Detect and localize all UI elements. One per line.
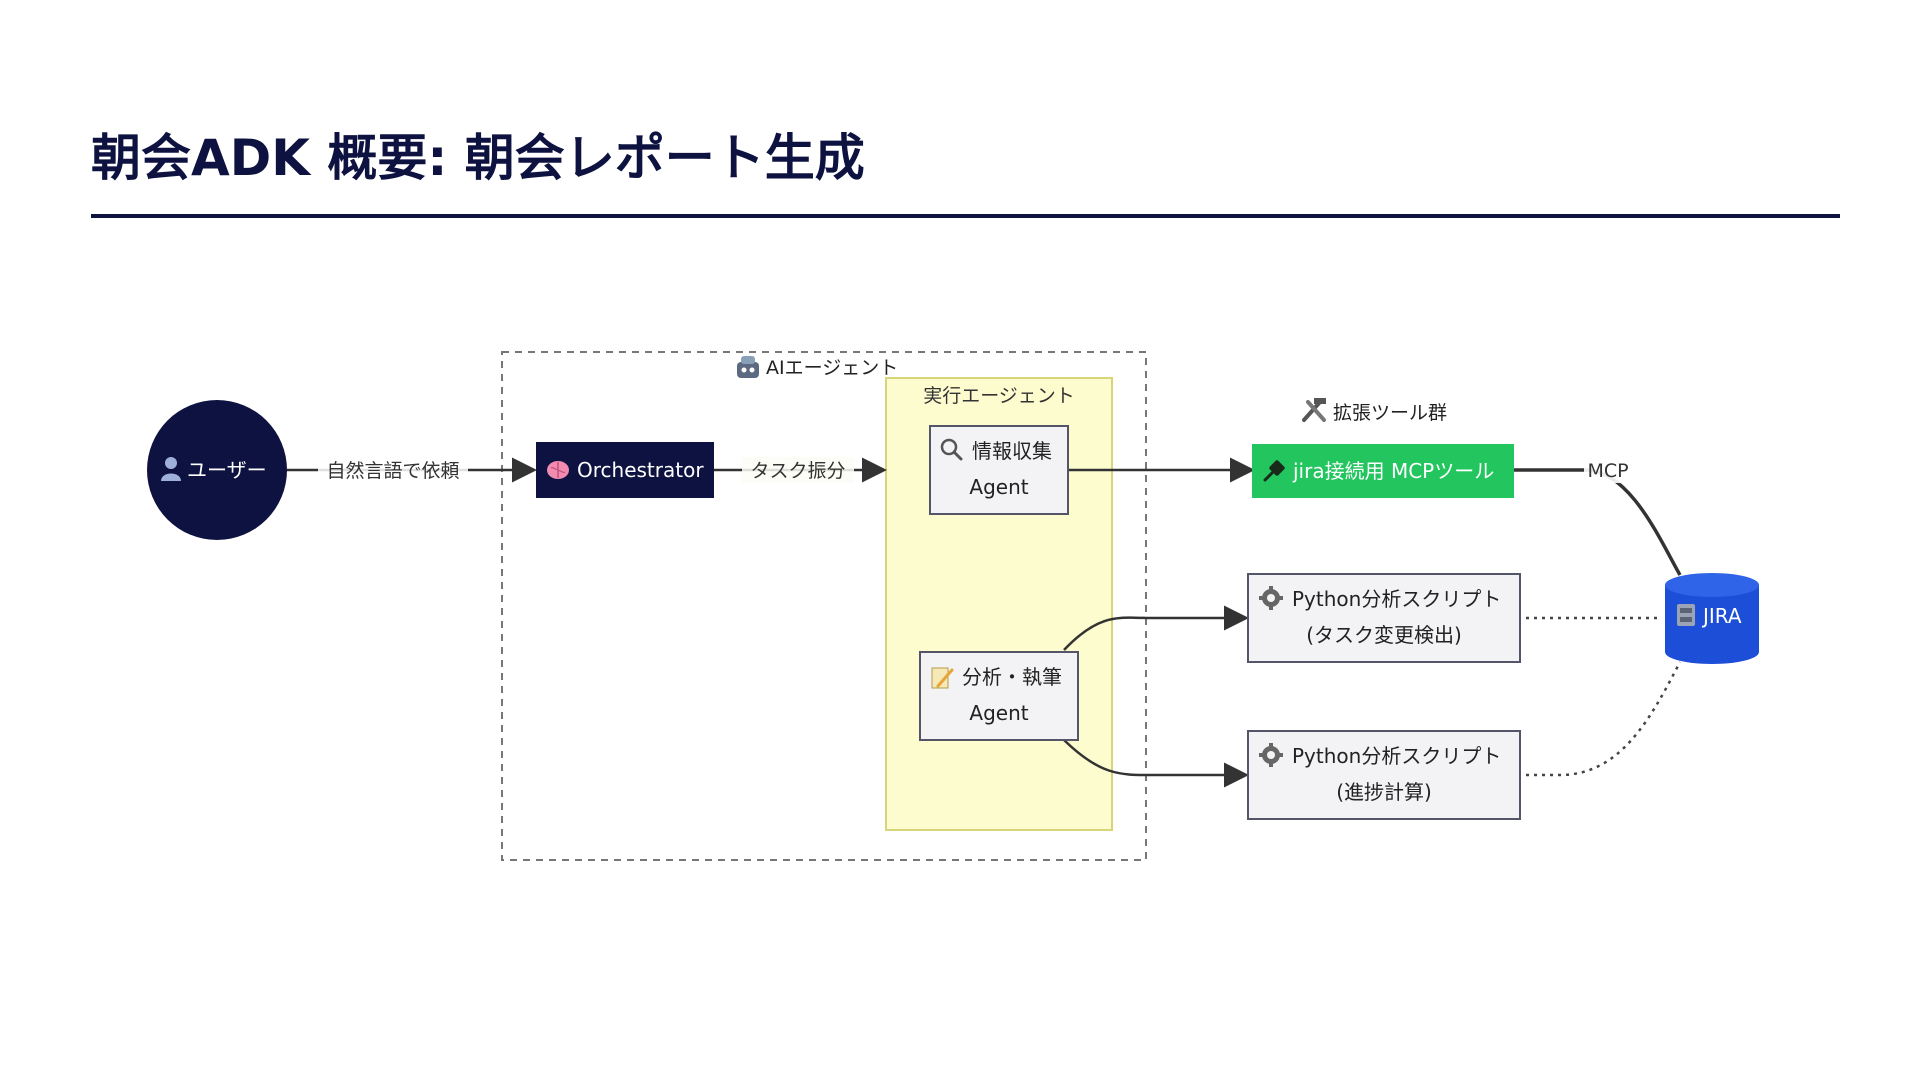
ai-agent-group: [501, 351, 1147, 861]
edge-label-bg-orch: [742, 457, 854, 483]
edge-label-bg-mcp: [1584, 457, 1632, 483]
edge-label-orchestrator-to-exec: タスク振分: [750, 460, 845, 482]
robot-icon: [737, 356, 759, 378]
edge-analysis-to-python-progress: [1063, 739, 1249, 788]
user-node[interactable]: ユーザー: [147, 400, 287, 540]
magnifier-icon: [940, 438, 963, 461]
analysis-writing-agent-node[interactable]: 分析・執筆 Agent: [919, 651, 1079, 741]
page-title: 朝会ADK 概要: 朝会レポート生成: [91, 129, 865, 187]
jira-label: JIRA: [1701, 604, 1742, 628]
memo-icon: [931, 667, 954, 689]
python-change-line2: (タスク変更検出): [1306, 623, 1462, 647]
title-divider: [91, 214, 1840, 218]
edge-analysis-to-python-change: [1063, 605, 1249, 651]
edge-python-progress-to-jira: [1518, 661, 1682, 777]
mcp-tool-label: jira接続用 MCPツール: [1292, 459, 1494, 483]
tools-group-title: 拡張ツール群: [1302, 398, 1447, 424]
edge-mcp-to-jira: [1514, 468, 1682, 576]
gear-icon: [1259, 743, 1283, 767]
tools-group-label: 拡張ツール群: [1333, 402, 1447, 424]
gear-icon: [1259, 586, 1283, 610]
hammer-wrench-icon: [1302, 398, 1326, 422]
orchestrator-node[interactable]: Orchestrator: [536, 442, 714, 498]
jira-database-node[interactable]: JIRA: [1665, 573, 1759, 664]
edge-label-bg-user: [318, 457, 468, 483]
analysis-agent-line2: Agent: [969, 701, 1028, 725]
jira-mcp-tool-node[interactable]: jira接続用 MCPツール: [1252, 444, 1514, 498]
python-progress-line1: Python分析スクリプト: [1292, 744, 1501, 768]
python-change-detection-node[interactable]: Python分析スクリプト (タスク変更検出): [1247, 573, 1521, 663]
python-progress-line2: (進捗計算): [1336, 780, 1432, 804]
plug-icon: [1263, 460, 1285, 482]
analysis-agent-line1: 分析・執筆: [962, 665, 1062, 689]
ai-agent-group-title: AIエージェント: [737, 356, 898, 379]
person-icon: [161, 457, 181, 481]
info-agent-line1: 情報収集: [972, 439, 1052, 463]
python-progress-calc-node[interactable]: Python分析スクリプト (進捗計算): [1247, 730, 1521, 820]
cabinet-icon: [1677, 604, 1695, 626]
ai-agent-group-label: AIエージェント: [766, 357, 898, 379]
execution-agent-group-label: 実行エージェント: [923, 385, 1075, 407]
edge-label-mcp: MCP: [1587, 460, 1628, 482]
info-agent-line2: Agent: [969, 475, 1028, 499]
info-gathering-agent-node[interactable]: 情報収集 Agent: [929, 425, 1069, 515]
brain-icon: [547, 461, 569, 479]
user-label: ユーザー: [187, 458, 267, 482]
python-change-line1: Python分析スクリプト: [1292, 587, 1501, 611]
orchestrator-label: Orchestrator: [577, 458, 704, 482]
edge-label-user-to-orchestrator: 自然言語で依頼: [326, 460, 459, 482]
